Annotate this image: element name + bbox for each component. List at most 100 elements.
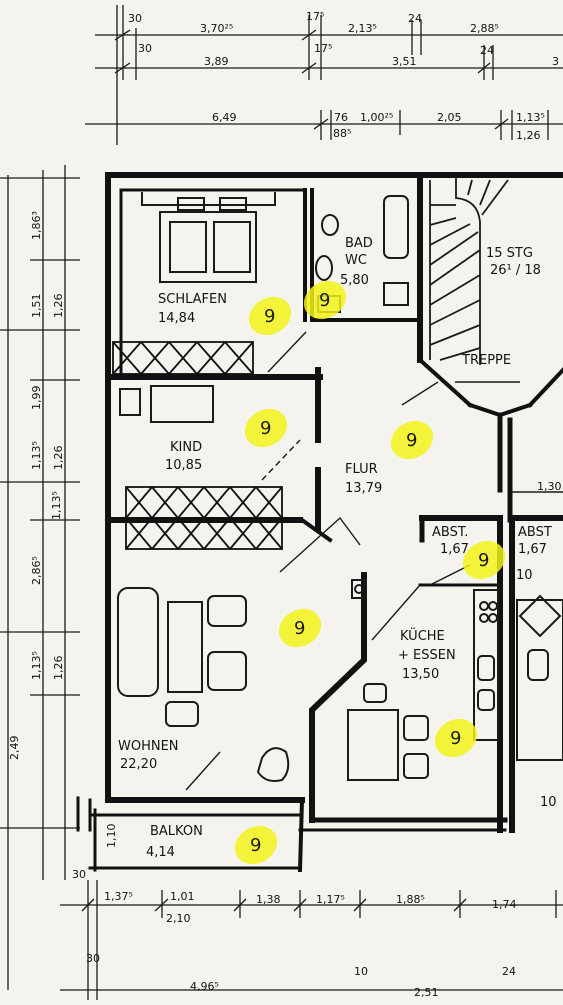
dim-label: 17⁵ [306, 10, 324, 23]
dim-label: 10 [354, 965, 368, 978]
room-area-abst1: 1,67 [440, 542, 469, 557]
dim-label: 1,13⁵ [516, 111, 545, 124]
dim-label: 24 [408, 12, 422, 25]
highlight-mark [462, 540, 506, 580]
dim-label: 2,86⁵ [30, 556, 43, 585]
room-area-kind: 10,85 [165, 458, 202, 473]
room-name-bad: BAD [345, 236, 373, 251]
window-hatching [112, 341, 283, 550]
dim-label: 30 [128, 12, 142, 25]
balkon-width-label: 1,10 [105, 824, 118, 849]
dim-label: 3,70²⁵ [200, 22, 233, 35]
room-area-kueche: 13,50 [402, 667, 439, 682]
dim-label: 1,26 [52, 446, 65, 471]
room-name-flur: FLUR [345, 462, 378, 477]
dim-label: 1,13⁵ [50, 491, 63, 520]
dim-label: 2,51 [414, 986, 439, 999]
highlight-markers: 9 9 9 9 9 9 9 9 [234, 280, 506, 865]
dim-label: 88⁵ [333, 127, 351, 140]
right-unit-label: 10 [516, 568, 533, 583]
dim-label: 1,37⁵ [104, 890, 133, 903]
room-name-treppe: TREPPE [461, 353, 511, 368]
dim-label: 2,49 [8, 736, 21, 761]
room-area-wohnen: 22,20 [120, 757, 157, 772]
dim-label: 1,17⁵ [316, 893, 345, 906]
dim-label: 76 [334, 111, 348, 124]
marker-label: 9 [264, 306, 275, 327]
highlight-mark [390, 420, 434, 460]
left-dimension-labels: 2,49 2,86⁵ 1,99 1,51 1,86³ 1,13⁵ 1,26 1,… [8, 211, 65, 760]
room-name-abst2: ABST [518, 525, 552, 540]
dim-label: 1,13⁵ [30, 441, 43, 470]
room-sub-bad: WC [345, 253, 367, 268]
highlight-mark [434, 718, 478, 758]
dim-label: 6,49 [212, 111, 237, 124]
left-dimension-lines [0, 165, 80, 990]
room-name-stg: 15 STG [486, 246, 533, 261]
dim-label: 3,89 [204, 55, 229, 68]
furniture [117, 192, 563, 782]
room-area-abst2: 1,67 [518, 542, 547, 557]
dim-label: 1,00²⁵ [360, 111, 393, 124]
dim-label: 17⁵ [314, 42, 332, 55]
dim-label: 1,86³ [30, 211, 43, 240]
dim-label: 2,13⁵ [348, 22, 377, 35]
right-unit-label: 10 [540, 795, 557, 810]
staircase [401, 175, 520, 406]
room-area-balkon: 4,14 [146, 845, 175, 860]
dim-label: 30 [86, 952, 100, 965]
top-dimension-labels: 30 3,70²⁵ 17⁵ 2,13⁵ 24 2,88⁵ 30 3,89 17⁵… [128, 10, 559, 142]
highlight-mark [278, 608, 322, 648]
highlight-mark [303, 280, 347, 320]
room-sub-kueche: + ESSEN [398, 648, 456, 663]
dim-label: 1,99 [30, 386, 43, 411]
room-name-kind: KIND [170, 440, 202, 455]
room-name-balkon: BALKON [150, 824, 203, 839]
marker-label: 9 [319, 290, 330, 311]
highlight-mark [244, 408, 288, 448]
marker-label: 9 [260, 418, 271, 439]
top-dimension-lines [85, 5, 563, 145]
room-area-flur: 13,79 [345, 481, 382, 496]
dim-label: 24 [480, 44, 494, 57]
flur-width-label: 1,30 [537, 480, 562, 493]
dim-label: 24 [502, 965, 516, 978]
dim-label: 2,10 [166, 912, 191, 925]
dim-label: 1,51 [30, 294, 43, 319]
dim-label: 4,96⁵ [190, 980, 219, 993]
marker-label: 9 [478, 550, 489, 571]
highlight-mark [248, 296, 292, 336]
room-name-schlafen: SCHLAFEN [158, 292, 227, 307]
dim-label: 1,13⁵ [30, 651, 43, 680]
room-name-kueche: KÜCHE [400, 627, 445, 644]
room-labels: SCHLAFEN 14,84 BAD WC 5,80 15 STG 26¹ / … [118, 236, 552, 860]
misc-dimensions: 1,10 1,30 10 10 [105, 480, 562, 848]
dim-label: 30 [138, 42, 152, 55]
dim-label: 1,74 [492, 898, 517, 911]
dim-label: 1,01 [170, 890, 195, 903]
room-name-abst1: ABST. [432, 525, 468, 540]
highlight-mark [234, 825, 278, 865]
dim-label: 1,38 [256, 893, 281, 906]
room-sub-stg: 26¹ / 18 [490, 263, 541, 278]
marker-label: 9 [250, 835, 261, 856]
dim-label: 1,88⁵ [396, 893, 425, 906]
dim-label: 1,26 [52, 656, 65, 681]
dim-label: 30 [72, 868, 86, 881]
dim-label: 3,51 [392, 55, 417, 68]
marker-label: 9 [450, 728, 461, 749]
dim-label: 2,88⁵ [470, 22, 499, 35]
bottom-dimension-labels: 30 1,37⁵ 1,01 2,10 1,38 1,17⁵ 1,88⁵ 1,74… [72, 868, 517, 999]
room-name-wohnen: WOHNEN [118, 739, 179, 754]
dim-label: 1,26 [516, 129, 541, 142]
dim-label: 1,26 [52, 294, 65, 319]
dim-label: 2,05 [437, 111, 462, 124]
door-swings [185, 331, 563, 791]
marker-label: 9 [406, 430, 417, 451]
room-area-schlafen: 14,84 [158, 311, 195, 326]
room-area-bad: 5,80 [340, 273, 369, 288]
bottom-dimension-lines [60, 880, 563, 1000]
marker-label: 9 [294, 618, 305, 639]
